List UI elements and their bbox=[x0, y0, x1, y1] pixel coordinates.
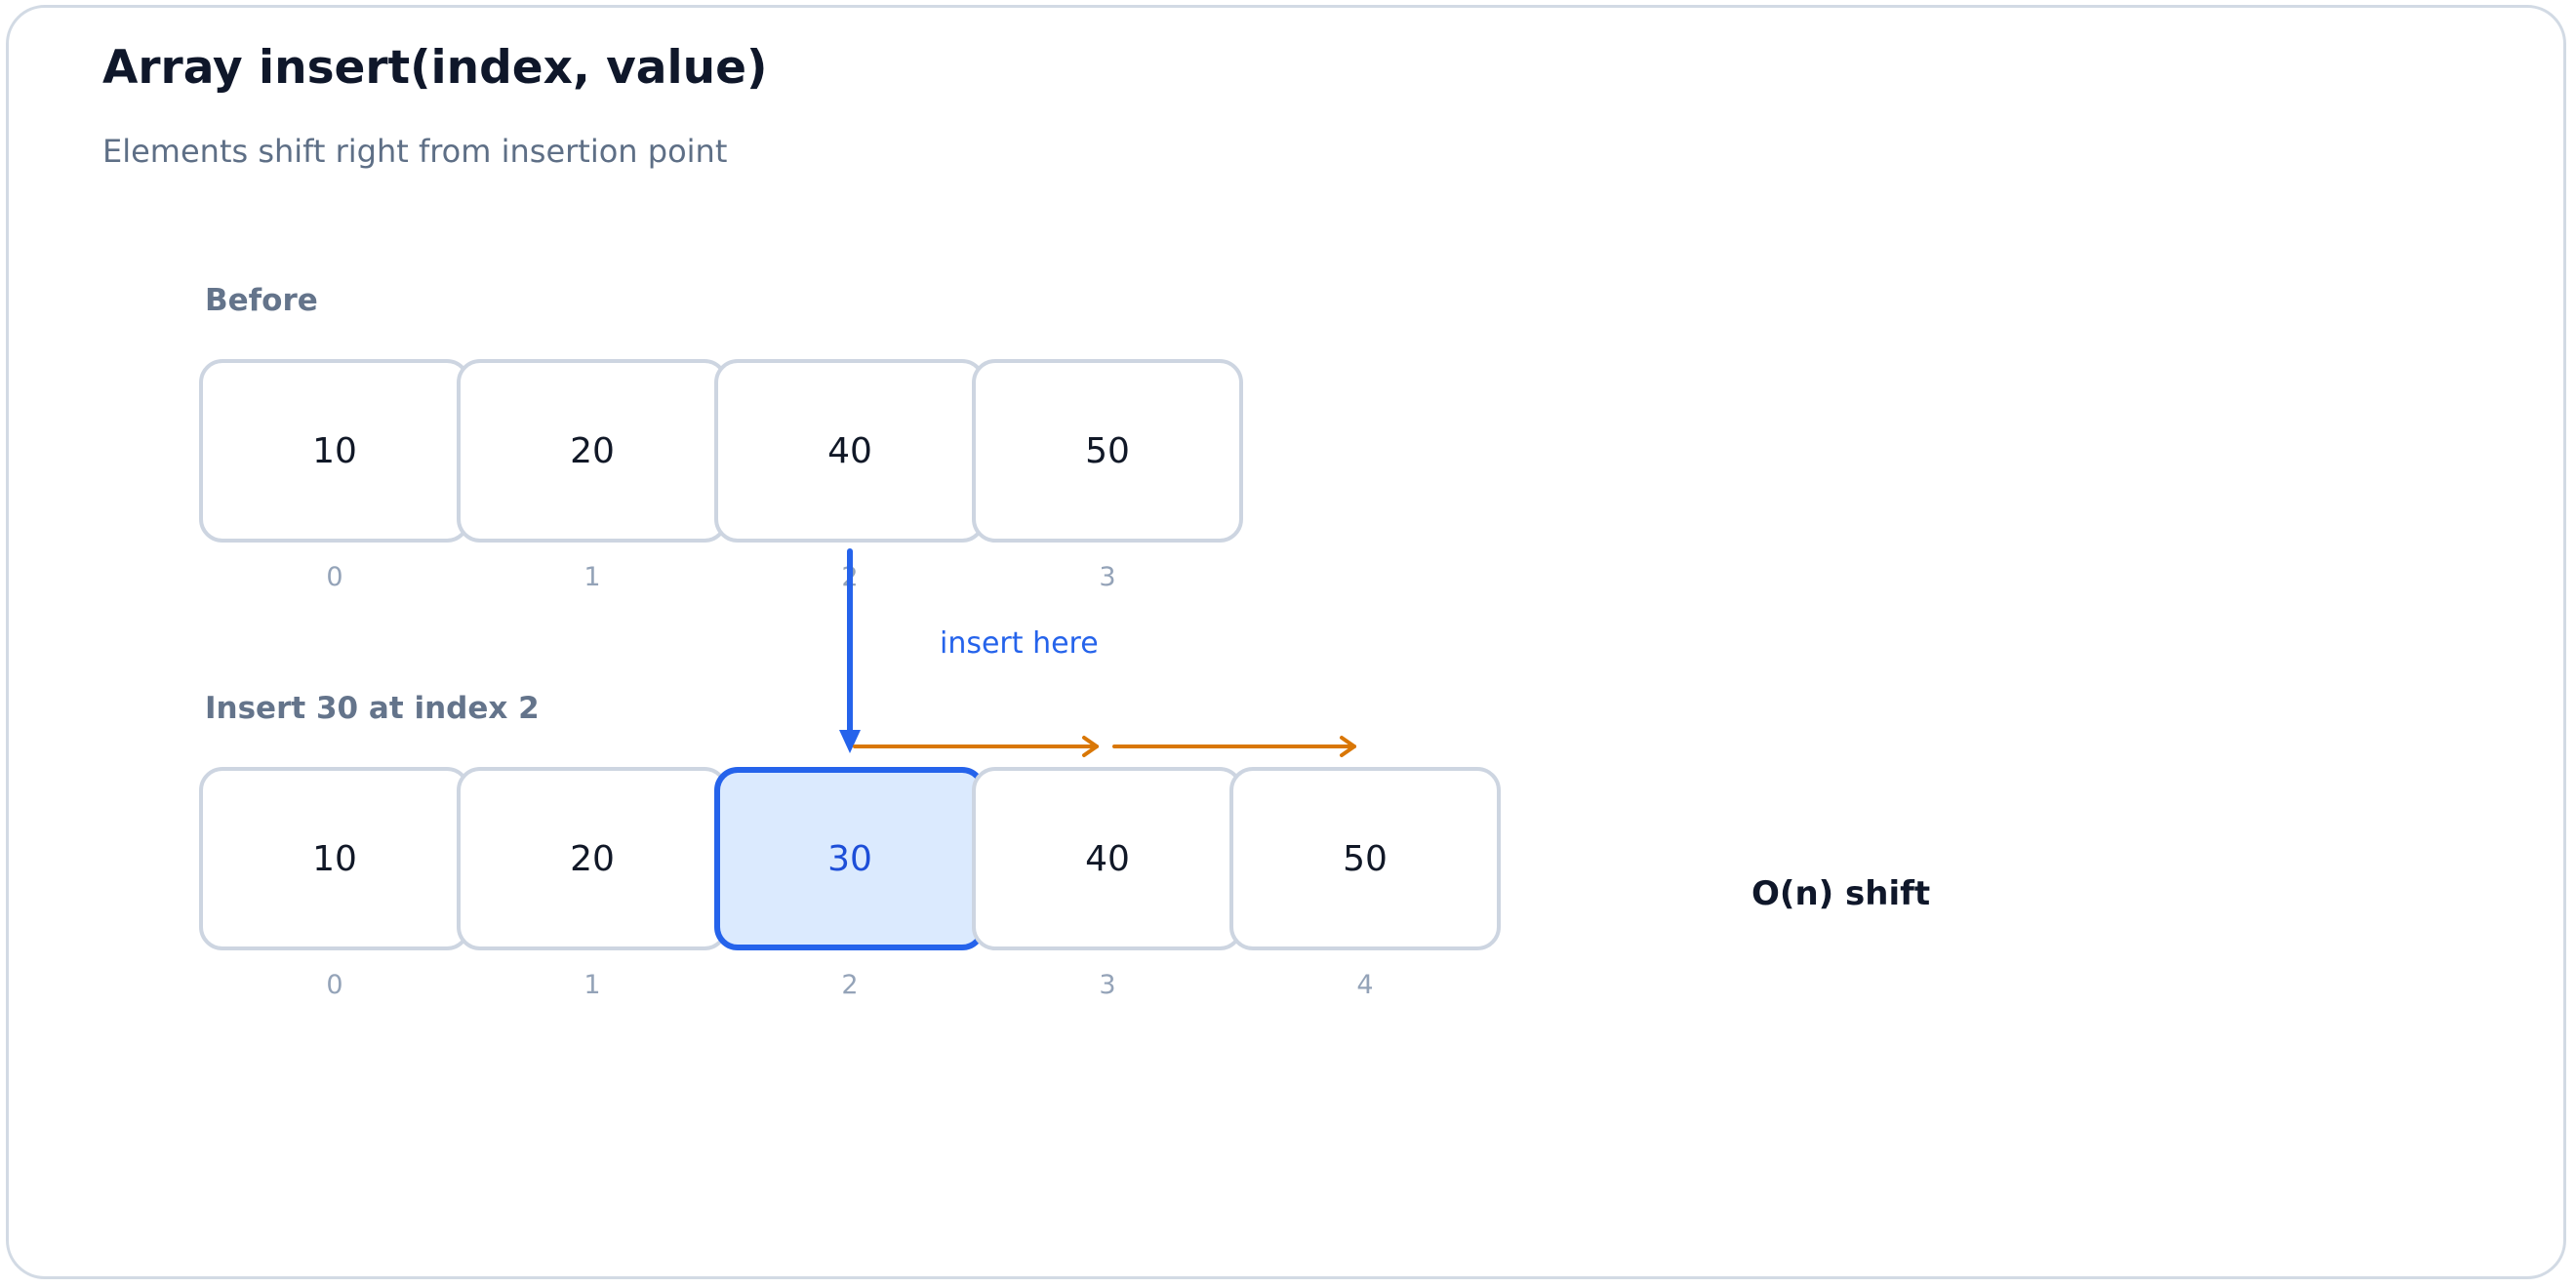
after-index-1: 1 bbox=[584, 970, 601, 1000]
before-cell-3: 50 bbox=[972, 359, 1243, 543]
after-cell-0: 10 bbox=[199, 767, 470, 950]
before-cell-1: 20 bbox=[457, 359, 728, 543]
after-index-0: 0 bbox=[326, 970, 343, 1000]
diagram-frame bbox=[6, 5, 2566, 1279]
before-index-1: 1 bbox=[584, 562, 601, 592]
before-cell-0: 10 bbox=[199, 359, 470, 543]
before-label: Before bbox=[205, 283, 318, 318]
shift-arrow-2 bbox=[1112, 736, 1356, 757]
after-cell-2-inserted: 30 bbox=[714, 767, 986, 950]
complexity-label: O(n) shift bbox=[1751, 874, 1931, 913]
after-cell-4: 50 bbox=[1229, 767, 1501, 950]
after-index-2: 2 bbox=[841, 970, 859, 1000]
shift-arrow-1 bbox=[853, 736, 1099, 757]
after-index-3: 3 bbox=[1099, 970, 1116, 1000]
insert-here-label: insert here bbox=[940, 626, 1099, 661]
diagram-subtitle: Elements shift right from insertion poin… bbox=[102, 133, 728, 170]
before-index-0: 0 bbox=[326, 562, 343, 592]
after-label: Insert 30 at index 2 bbox=[205, 691, 540, 726]
before-index-3: 3 bbox=[1099, 562, 1116, 592]
diagram-title: Array insert(index, value) bbox=[102, 41, 768, 95]
after-index-4: 4 bbox=[1356, 970, 1374, 1000]
before-cell-2: 40 bbox=[714, 359, 986, 543]
insert-arrow bbox=[839, 548, 861, 753]
